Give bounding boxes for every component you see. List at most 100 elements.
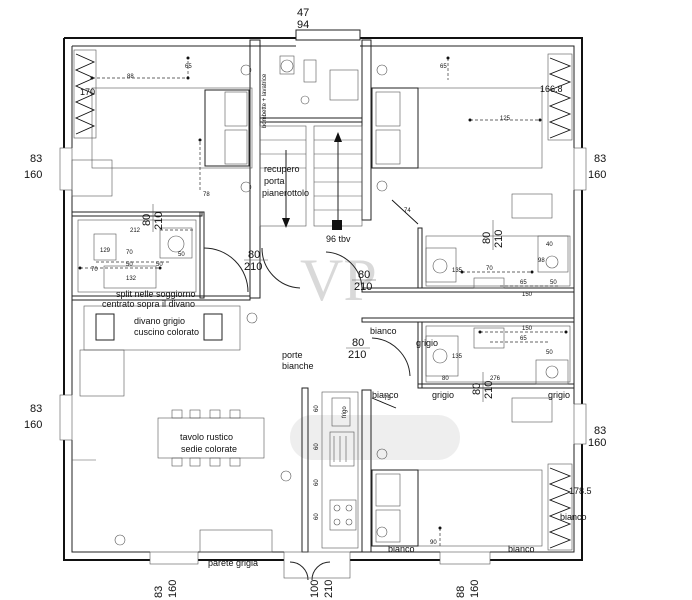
dim-left-83b: 83 <box>30 403 42 415</box>
label-split-line2: centrato sopra il divano <box>102 299 195 309</box>
dim-150a: 150 <box>522 292 533 298</box>
dim-135b: 135 <box>452 354 463 360</box>
measure-dots <box>78 56 568 530</box>
dim-88: 88 <box>127 74 134 80</box>
door1-210: 210 <box>153 212 165 230</box>
dim-50d: 50 <box>550 280 557 286</box>
label-porta: porta <box>264 176 285 186</box>
door4-210: 210 <box>348 349 366 361</box>
dim-132: 132 <box>126 276 137 282</box>
dim-left-83a: 83 <box>30 153 42 165</box>
label-divano-line2: cuscino colorato <box>134 327 199 337</box>
dim-135a: 135 <box>452 268 463 274</box>
dim-50b: 50 <box>156 262 163 268</box>
dim-bottom-88: 88 <box>455 586 467 598</box>
dim-left-160b: 160 <box>24 419 42 431</box>
door5-210: 210 <box>493 230 505 248</box>
dim-60d: 60 <box>314 513 320 520</box>
dim-60a: 60 <box>314 405 320 412</box>
dim-40: 40 <box>546 242 553 248</box>
door-swings <box>203 247 411 581</box>
dim-178-5: 178.5 <box>569 486 592 496</box>
watermark-badge <box>290 415 460 460</box>
label-bianco-e: bianco <box>508 544 535 554</box>
label-96-tbv: 96 tbv <box>326 234 351 244</box>
bath-middle-right: 150 65 50 135 80 276 <box>425 325 571 385</box>
door3-80: 80 <box>358 269 370 281</box>
dim-60c: 60 <box>314 479 320 486</box>
label-bianco-d: bianco <box>388 544 415 554</box>
stairs <box>259 125 363 230</box>
door6-210: 210 <box>483 381 495 399</box>
label-frigo: frigo <box>342 406 348 418</box>
label-bianche: bianche <box>282 361 314 371</box>
wardrobe-bottom-right <box>547 463 573 551</box>
dim-94: 94 <box>297 19 309 31</box>
dim-129: 129 <box>100 248 111 254</box>
wardrobe-top-right <box>547 53 573 141</box>
dim-47: 47 <box>297 7 309 19</box>
dim-bottom-83: 83 <box>153 586 165 598</box>
door3-210: 210 <box>354 281 372 293</box>
label-porte: porte <box>282 350 303 360</box>
dim-70d: 70 <box>486 266 493 272</box>
bath-top-right: 135 70 65 50 150 98 40 <box>425 235 571 298</box>
dim-78: 78 <box>203 192 210 198</box>
door4-80: 80 <box>352 337 364 349</box>
label-bianco-b: bianco <box>372 390 399 400</box>
door2-80: 80 <box>248 249 260 261</box>
dim-150b: 150 <box>522 326 533 332</box>
label-bianco-c: bianco <box>560 512 587 522</box>
label-grigio-b: grigio <box>432 390 454 400</box>
dim-166-8: 166.8 <box>540 84 563 94</box>
dim-90: 90 <box>430 540 437 546</box>
bathroom-left: 212 129 70 70 50 50 50 132 <box>77 219 197 293</box>
dim-bottom-100: 100 <box>309 580 321 598</box>
wardrobe-top-left <box>73 49 97 139</box>
dim-73: 73 <box>384 396 391 402</box>
dim-50c: 50 <box>178 252 185 258</box>
kitchen: frigo 60 60 60 60 <box>314 391 359 549</box>
label-tavolo: tavolo rustico <box>180 432 233 442</box>
bath-top-center: bombette + lavatrice <box>262 55 359 128</box>
dim-60b: 60 <box>314 443 320 450</box>
label-split-line1: split nelle soggiorno <box>116 289 196 299</box>
label-bombette-lavatrice: bombette + lavatrice <box>262 73 268 128</box>
dim-80a: 80 <box>442 376 449 382</box>
label-sedie: sedie colorate <box>181 444 237 454</box>
dim-212: 212 <box>130 228 141 234</box>
dim-74: 74 <box>404 208 411 214</box>
dim-125: 125 <box>500 116 511 122</box>
door6-80: 80 <box>471 383 483 395</box>
label-recupero: recupero <box>264 164 300 174</box>
dim-70a: 70 <box>126 250 133 256</box>
dim-276: 276 <box>490 376 501 382</box>
door5-80: 80 <box>481 232 493 244</box>
label-parete-grigia: parete grigia <box>208 558 258 568</box>
dim-right-83b: 83 <box>594 425 606 437</box>
windows <box>59 147 587 579</box>
dim-65d: 65 <box>520 336 527 342</box>
dim-70b: 70 <box>91 267 98 273</box>
label-divano-line1: divano grigio <box>134 316 185 326</box>
label-pianerottolo: pianerottolo <box>262 188 309 198</box>
label-bianco-a: bianco <box>370 326 397 336</box>
dim-right-83a: 83 <box>594 153 606 165</box>
dim-bottom-160: 160 <box>167 580 179 598</box>
dim-right-160a: 160 <box>588 169 606 181</box>
living-area <box>72 305 292 553</box>
dim-170: 170 <box>80 87 95 97</box>
dim-50e: 50 <box>546 350 553 356</box>
label-grigio-a: grigio <box>416 338 438 348</box>
bedroom-top-right: 65 125 74 <box>371 58 553 225</box>
dim-65c: 65 <box>520 280 527 286</box>
door2-210: 210 <box>244 261 262 273</box>
outer-walls <box>63 29 583 561</box>
dim-bottom-160r: 160 <box>469 580 481 598</box>
dim-bottom-210: 210 <box>323 580 335 598</box>
dim-98: 98 <box>538 258 545 264</box>
bedroom-top-left: 88 65 78 <box>71 58 253 198</box>
dim-right-160b: 160 <box>588 437 606 449</box>
door1-80: 80 <box>141 214 153 226</box>
